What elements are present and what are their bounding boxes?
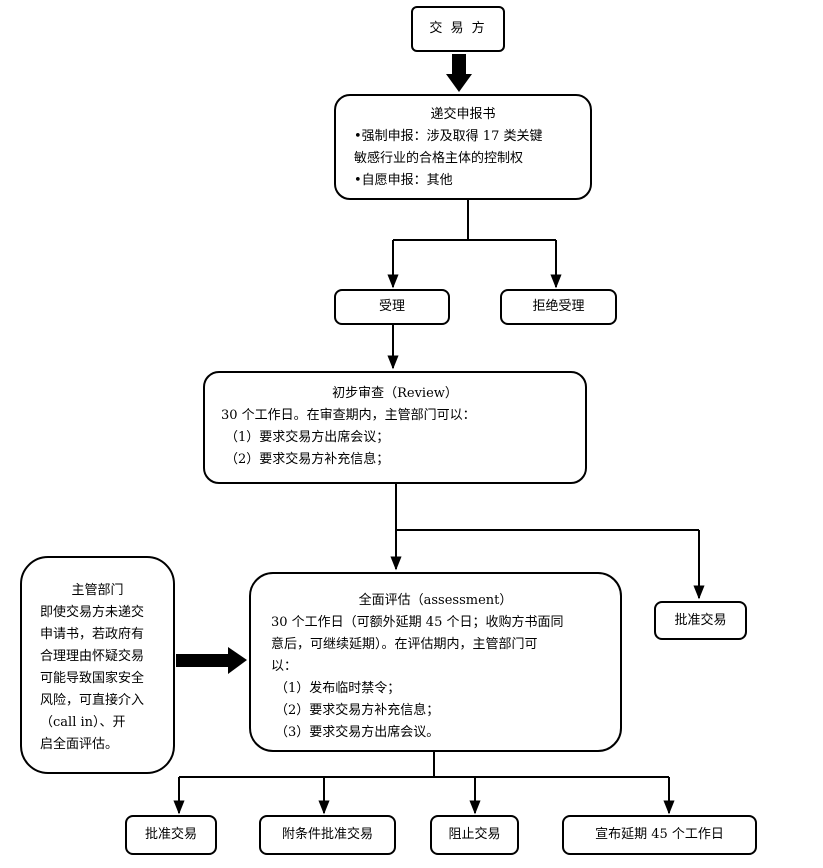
- review-line: 30 个工作日。在审查期内，主管部门可以：: [221, 408, 476, 423]
- review-line: （1）要求交易方出席会议；: [225, 430, 390, 445]
- reject-label: 拒绝受理: [532, 299, 585, 314]
- assessment-line: （1）发布临时禁令；: [275, 681, 401, 696]
- authority-node: 主管部门 即使交易方未递交 申请书，若政府有 合理理由怀疑交易 可能导致国家安全…: [20, 556, 175, 774]
- submit-line: •强制申报：涉及取得 17 类关键: [354, 129, 543, 144]
- outcome-label: 宣布延期 45 个工作日: [595, 827, 724, 842]
- assessment-line: 30 个工作日（可额外延期 45 个日；收购方书面同: [271, 615, 564, 630]
- thick-right-arrow: [176, 647, 247, 674]
- assessment-line: （3）要求交易方出席会议。: [275, 725, 440, 740]
- assessment-node: 全面评估（assessment） 30 个工作日（可额外延期 45 个日；收购方…: [249, 572, 622, 752]
- review-node: 初步审查（Review） 30 个工作日。在审查期内，主管部门可以： （1）要求…: [203, 371, 587, 484]
- assessment-line: 意后，可继续延期）。在评估期内，主管部门可: [271, 637, 538, 652]
- review-line: （2）要求交易方补充信息；: [225, 452, 390, 467]
- outcome-label: 批准交易: [144, 827, 197, 842]
- assessment-line: （2）要求交易方补充信息；: [275, 703, 440, 718]
- branch-assessment: [173, 752, 675, 815]
- submit-line: 敏感行业的合格主体的控制权: [354, 151, 524, 166]
- outcome-label: 附条件批准交易: [281, 827, 373, 842]
- approve-mid-node: 批准交易: [654, 601, 747, 640]
- reject-node: 拒绝受理: [500, 289, 617, 325]
- accept-label: 受理: [378, 299, 405, 314]
- authority-line: 合理理由怀疑交易: [40, 649, 145, 664]
- accept-node: 受理: [334, 289, 450, 325]
- assessment-line: 以：: [271, 659, 298, 674]
- authority-line: 风险，可直接介入: [40, 693, 145, 708]
- thick-down-arrow: [446, 54, 472, 92]
- outcome-conditional-node: 附条件批准交易: [259, 815, 396, 855]
- branch-review: [390, 484, 705, 600]
- party-node: 交 易 方: [411, 6, 505, 52]
- authority-line: （call in）、开: [40, 715, 126, 730]
- authority-line: 即使交易方未递交: [40, 605, 145, 620]
- submit-title: 递交申报书: [430, 107, 496, 122]
- authority-title: 主管部门: [71, 583, 124, 598]
- party-label: 交 易 方: [429, 21, 487, 36]
- submit-line: •自愿申报：其他: [354, 173, 453, 188]
- outcome-block-node: 阻止交易: [430, 815, 519, 855]
- outcome-extend-node: 宣布延期 45 个工作日: [562, 815, 757, 855]
- review-title: 初步审查（Review）: [332, 386, 458, 401]
- approve-mid-label: 批准交易: [674, 612, 727, 628]
- outcome-approve-node: 批准交易: [125, 815, 217, 855]
- outcome-label: 阻止交易: [448, 827, 501, 842]
- authority-line: 可能导致国家安全: [40, 671, 145, 686]
- assessment-title: 全面评估（assessment）: [358, 593, 513, 608]
- authority-line: 启全面评估。: [40, 737, 119, 752]
- authority-line: 申请书，若政府有: [40, 627, 145, 642]
- branch-submit: [387, 200, 562, 289]
- submit-node: 递交申报书 •强制申报：涉及取得 17 类关键 敏感行业的合格主体的控制权 •自…: [334, 94, 592, 200]
